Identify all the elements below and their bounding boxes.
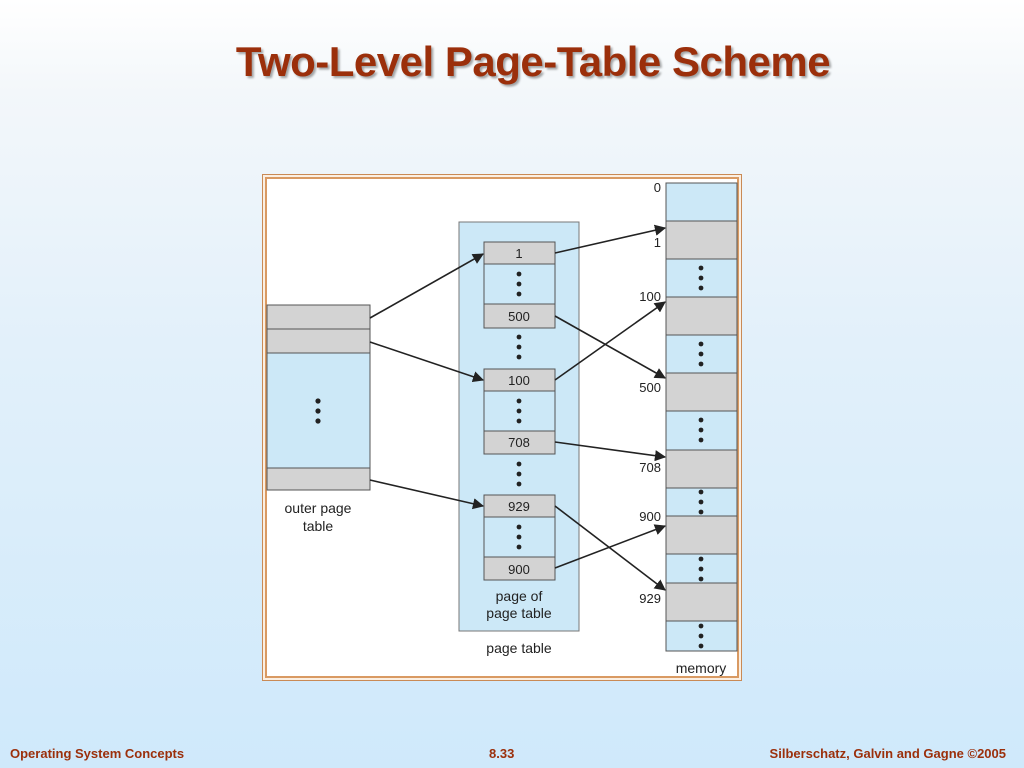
outer-entry	[266, 304, 371, 330]
arrow-entry-to-frame	[554, 505, 666, 591]
arrow-entry-to-frame	[554, 301, 666, 381]
memory-frame	[665, 372, 738, 412]
memory-frame-label: 900	[639, 509, 661, 524]
memory-frame-label: 0	[654, 180, 661, 195]
outer-page-table-label-line2: table	[303, 518, 334, 534]
entry-label: 500	[508, 309, 530, 324]
outer-page-table-label-line1: outer page	[285, 500, 352, 516]
arrow-outer-to-page	[369, 341, 485, 383]
slide-title: Two-Level Page-Table Scheme	[235, 38, 831, 85]
memory-frame	[665, 449, 738, 489]
page-ellipsis-dots	[516, 271, 522, 297]
page-table-label: page table	[486, 640, 552, 656]
page-ellipsis-dots	[516, 524, 522, 550]
page-table-entry-500	[483, 303, 556, 329]
memory-frame	[665, 515, 738, 555]
memory-frame-label: 708	[639, 460, 661, 475]
memory-frame	[665, 582, 738, 622]
memory-frame-label: 1	[654, 235, 661, 250]
entry-label: 708	[508, 435, 530, 450]
memory-frame-label: 100	[639, 289, 661, 304]
arrow-entry-to-frame	[554, 441, 667, 462]
arrow-outer-to-page	[369, 253, 484, 319]
arrow-entry-to-frame	[554, 224, 667, 254]
entry-label: 1	[515, 246, 522, 261]
arrow-outer-to-page	[369, 479, 485, 510]
memory-frame-label: 929	[639, 591, 661, 606]
between-pages-dots	[516, 334, 522, 360]
arrow-entry-to-frame	[554, 315, 666, 379]
between-pages-dots	[516, 461, 522, 487]
memory-frame	[665, 296, 738, 336]
memory-frame	[665, 220, 738, 260]
outer-ellipsis-dots	[315, 398, 321, 424]
memory-frame-label: 500	[639, 380, 661, 395]
memory-body	[665, 182, 738, 652]
entry-label: 900	[508, 562, 530, 577]
page-of-page-table-label-line1: page of	[496, 588, 543, 604]
entry-label: 929	[508, 499, 530, 514]
outer-entry	[266, 467, 371, 491]
footer-slide-number: 8.33	[489, 746, 515, 761]
page-of-page-table-label-line2: page table	[486, 605, 552, 621]
outer-entry	[266, 328, 371, 354]
page-ellipsis-dots	[516, 398, 522, 424]
arrow-entry-to-frame	[554, 524, 667, 569]
footer-course-title: Operating System Concepts	[10, 746, 185, 761]
outer-page-table: outer page table	[266, 304, 371, 534]
page-table-entry-900	[483, 556, 556, 581]
page-table-panel: 1 500 100 708 929 900 page of page table	[458, 221, 580, 656]
memory-column: 0 1 100 500 708 900 929 memory	[639, 180, 738, 676]
entry-label: 100	[508, 373, 530, 388]
memory-ellipsis-dots	[698, 265, 704, 649]
pointer-arrows	[369, 224, 667, 591]
memory-label: memory	[676, 660, 727, 676]
footer-copyright: Silberschatz, Galvin and Gagne ©2005	[769, 746, 1006, 761]
